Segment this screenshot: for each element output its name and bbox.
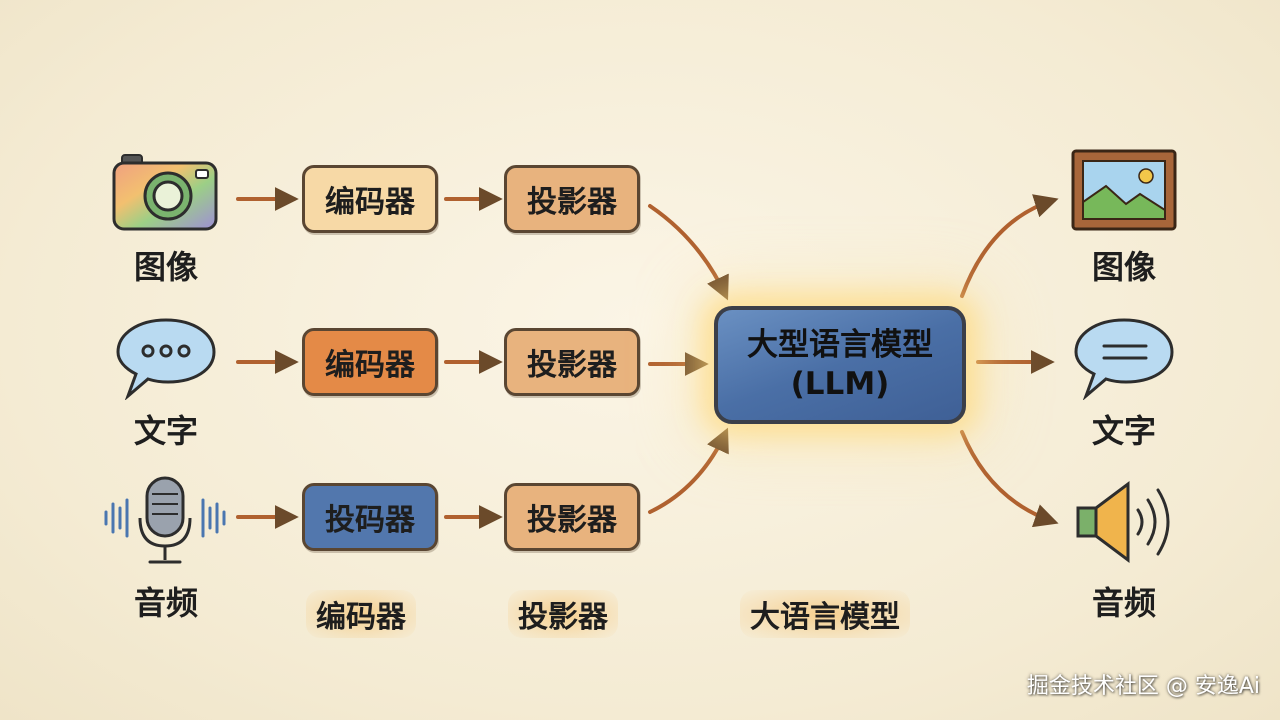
output-text-label: 文字	[1091, 412, 1156, 450]
bottom-label-llm: 大语言模型	[740, 590, 910, 638]
llm-abbrev: (LLM)	[790, 366, 890, 402]
encoder-text: 编码器	[302, 328, 438, 396]
llm-box: 大型语言模型 (LLM)	[714, 306, 966, 424]
projector-text: 投影器	[504, 328, 640, 396]
output-image-label: 图像	[1091, 248, 1156, 286]
input-audio-label: 音频	[133, 584, 198, 622]
camera-icon	[112, 154, 218, 231]
speech-bubble-dots-icon	[116, 318, 216, 400]
encoder-audio: 投码器	[302, 483, 438, 551]
credit-watermark: 掘金技术社区 @ 安逸Ai	[1026, 674, 1260, 699]
input-image-label: 图像	[133, 248, 198, 286]
encoder-image: 编码器	[302, 165, 438, 233]
arrow-projector-image-to-llm	[648, 204, 729, 301]
speaker-icon	[1076, 481, 1170, 563]
input-text-label: 文字	[133, 412, 198, 450]
projector-audio: 投影器	[504, 483, 640, 551]
speech-bubble-lines-icon	[1074, 318, 1174, 400]
bottom-label-projector: 投影器	[508, 590, 618, 638]
bottom-label-encoder: 编码器	[306, 590, 416, 638]
projector-image: 投影器	[504, 165, 640, 233]
arrow-projector-audio-to-llm	[648, 427, 729, 514]
microphone-icon	[104, 476, 226, 564]
output-audio-label: 音频	[1091, 584, 1156, 622]
arrow-llm-to-image	[960, 194, 1059, 298]
arrow-llm-to-audio	[960, 430, 1059, 528]
llm-title: 大型语言模型	[747, 327, 933, 364]
framed-picture-icon	[1071, 149, 1177, 231]
